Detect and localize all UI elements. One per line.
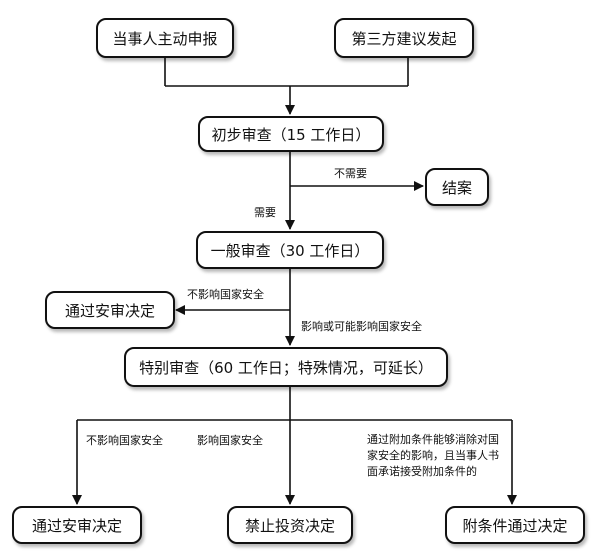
node-general-review: 一般审查（30 工作日） [196, 231, 384, 269]
node-prohibit-investment: 禁止投资决定 [227, 506, 353, 544]
node-self-report: 当事人主动申报 [96, 18, 234, 58]
node-special-review: 特别审查（60 工作日；特殊情况，可延长） [124, 347, 448, 387]
label-not-needed: 不需要 [334, 167, 367, 180]
label-may-impact: 影响或可能影响国家安全 [301, 320, 422, 333]
node-conditional-pass: 附条件通过决定 [445, 506, 585, 544]
label-no-impact-general: 不影响国家安全 [187, 288, 264, 301]
label-impact: 影响国家安全 [197, 434, 263, 447]
label-no-impact-special: 不影响国家安全 [86, 434, 163, 447]
label-needed: 需要 [254, 206, 276, 219]
node-initial-review: 初步审查（15 工作日） [198, 116, 384, 152]
label-conditions: 通过附加条件能够消除对国家安全的影响，且当事人书面承诺接受附加条件的 [367, 433, 499, 478]
node-pass-review-a: 通过安审决定 [45, 291, 175, 329]
node-third-party: 第三方建议发起 [334, 18, 474, 58]
node-close-case: 结案 [425, 168, 489, 206]
node-pass-review-b: 通过安审决定 [12, 506, 142, 544]
